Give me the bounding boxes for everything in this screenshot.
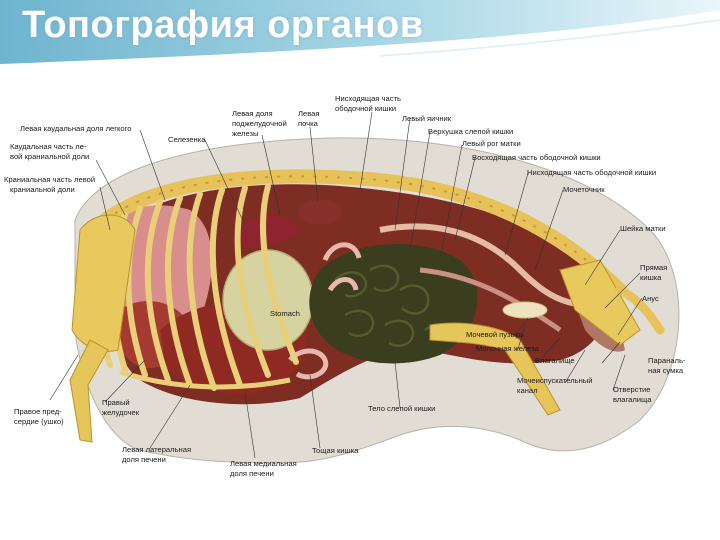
spine <box>98 169 627 297</box>
spleen-organ <box>235 215 300 247</box>
leader-lines <box>49 111 643 459</box>
label-vaginal-opening-1: Отверстие <box>613 385 651 394</box>
label-descending-colon-right: Нисходящая часть ободочной кишки <box>527 168 656 177</box>
label-left-uterine-horn: Левый рог матки <box>462 139 521 148</box>
label-cervix: Шейка матки <box>620 224 666 233</box>
hindlimb <box>429 322 561 416</box>
label-ureter: Мочеточник <box>563 185 605 194</box>
label-mammary-gland: Молочная железа <box>476 344 540 353</box>
label-cecum-body: Тело слепой кишки <box>368 404 435 413</box>
label-anus: Анус <box>642 294 659 303</box>
label-urogenital-canal-1: Мочеиспускательный <box>517 376 593 385</box>
label-left-kidney-1: Левая <box>298 109 320 118</box>
label-paranal-sac-1: Параналь- <box>648 356 686 365</box>
anatomy-diagram: Левая каудальная доля легкого Каудальная… <box>4 94 686 478</box>
label-left-pancreas-3: железы <box>232 129 258 138</box>
label-vaginal-opening-2: влагалища <box>613 395 652 404</box>
bladder-organ <box>502 301 548 319</box>
label-right-stomach-2: желудочек <box>102 408 140 417</box>
label-left-lateral-liver-1: Левая латеральная <box>122 445 191 454</box>
label-cranial-part-left-cranial-1: Краниальная часть левой <box>4 175 95 184</box>
uterine-horn <box>419 267 562 333</box>
label-left-pancreas-1: Левая доля <box>232 109 273 118</box>
label-descending-colon-top-2: ободочной кишки <box>335 104 396 113</box>
label-right-atrium-2: сердие (ушко) <box>14 417 64 426</box>
slide-title: Топография органов <box>22 4 424 46</box>
label-caudal-part-left-cranial-2: вой краниальной доли <box>10 152 89 161</box>
jejunum-loops <box>288 242 362 380</box>
tail-base <box>615 285 665 335</box>
label-right-stomach-1: Правый <box>102 398 130 407</box>
label-right-atrium-1: Правое пред- <box>14 407 62 416</box>
label-left-kidney-2: почка <box>298 119 319 128</box>
colon <box>379 223 591 308</box>
label-left-medial-liver-1: Левая медиальная <box>230 459 297 468</box>
label-cecum-apex: Верхушка слепой кишки <box>428 127 513 136</box>
label-cranial-part-left-cranial-2: краниальной доли <box>10 185 75 194</box>
label-jejunum: Тощая кишка <box>312 446 359 455</box>
label-rectum-2: кишка <box>640 273 662 282</box>
label-ascending-colon: Восходящая часть ободочной кишки <box>472 153 601 162</box>
label-spleen: Селезенка <box>168 135 206 144</box>
pelvis <box>559 259 641 346</box>
label-urogenital-canal-2: канал <box>517 386 538 395</box>
scapula <box>71 214 136 352</box>
label-stomach: Stomach <box>270 309 300 318</box>
label-caudal-lobe-left-lung: Левая каудальная доля легкого <box>20 124 131 133</box>
label-left-lateral-liver-2: доля печени <box>122 455 166 464</box>
label-left-ovary: Левый яичник <box>402 114 452 123</box>
header-band <box>0 0 720 64</box>
label-rectum-1: Прямая <box>640 263 667 272</box>
sternum <box>119 369 291 390</box>
label-left-pancreas-2: поджелудочной <box>232 119 287 128</box>
label-paranal-sac-2: ная сумка <box>648 366 684 375</box>
label-bladder: Мочевой пузырь <box>466 330 524 339</box>
kidney-organ <box>298 200 342 224</box>
label-caudal-part-left-cranial-1: Каудальная часть ле- <box>10 142 87 151</box>
label-vagina: Влагалище <box>535 356 575 365</box>
label-descending-colon-top-1: Нисходящая часть <box>335 94 401 103</box>
forelimb <box>69 339 109 443</box>
label-left-medial-liver-2: доля печени <box>230 469 274 478</box>
